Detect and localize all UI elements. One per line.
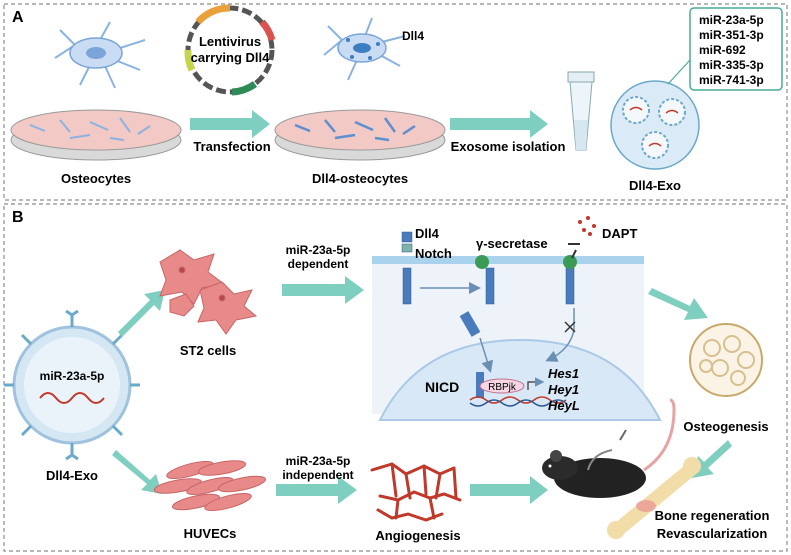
transfection-label: Transfection	[193, 139, 270, 154]
mirna-5: miR-741-3p	[699, 73, 764, 87]
dll4-tag: Dll4	[402, 29, 424, 43]
culture-dish-2	[274, 109, 446, 161]
dapt-label: DAPT	[602, 226, 637, 241]
huvecs-icon	[153, 460, 267, 511]
gene-hes1: Hes1	[548, 366, 579, 381]
dependent-line-1: miR-23a-5p	[286, 243, 351, 257]
mirna-4: miR-335-3p	[699, 58, 764, 72]
dll4-osteocyte-cell-icon	[323, 17, 406, 81]
nicd-label: NICD	[425, 379, 459, 395]
gene-heyl: HeyL	[548, 398, 580, 413]
osteocytes-label: Osteocytes	[61, 171, 131, 186]
gamma-secretase-label: γ-secretase	[476, 236, 548, 251]
culture-dish-1	[10, 109, 182, 161]
mirna-callout-box	[689, 7, 783, 91]
dll4-osteocytes-label: Dll4-osteocytes	[312, 171, 408, 186]
independent-arrow	[276, 476, 357, 504]
panel-b: B miR-23a-5p Dll4-Exo	[3, 203, 788, 552]
panel-a-label: A	[12, 9, 24, 26]
huvecs-label: HUVECs	[184, 526, 237, 541]
arrow-to-osteogenesis	[648, 288, 708, 320]
exo-mirna-label: miR-23a-5p	[40, 369, 105, 383]
exosome-isolation-label: Exosome isolation	[451, 139, 566, 154]
angiogenesis-label: Angiogenesis	[375, 528, 460, 543]
gene-hey1: Hey1	[548, 382, 579, 397]
arrow-exo-to-huvec	[112, 450, 162, 494]
outcome-bone-regeneration: Bone regeneration	[655, 508, 770, 523]
independent-line-1: miR-23a-5p	[286, 454, 351, 468]
dll4-exosome-icon	[4, 309, 140, 461]
outcome-revascularization: Revascularization	[657, 526, 768, 541]
dependent-arrow	[282, 276, 364, 304]
mouse-icon	[542, 398, 676, 498]
vessel-network-icon	[370, 462, 462, 522]
exosome-zoom-icon	[610, 80, 700, 170]
notch-label: Notch	[415, 246, 452, 261]
arrow-exo-to-st2	[118, 290, 165, 337]
dll4-ligand-label: Dll4	[415, 226, 440, 241]
bone-matrix-icon	[689, 323, 763, 397]
panel-b-label: B	[12, 209, 24, 226]
arrow-osteogenesis-to-mouse	[692, 440, 732, 478]
centrifuge-tube-icon	[567, 71, 595, 151]
mirna-3: miR-692	[699, 43, 746, 57]
lentivirus-plasmid-icon	[184, 4, 276, 96]
notch-signaling-illustration	[372, 216, 662, 421]
mirna-2: miR-351-3p	[699, 28, 764, 42]
lentivirus-line-2: carrying Dll4	[191, 50, 271, 65]
panel-a: A Osteocytes Lentivirus carrying Dll4 Tr…	[3, 3, 788, 201]
dependent-line-2: dependent	[288, 257, 349, 271]
st2-cells-label: ST2 cells	[180, 343, 236, 358]
rbpjk-label: RBPjk	[488, 382, 517, 393]
mirna-1: miR-23a-5p	[699, 13, 764, 27]
independent-line-2: independent	[282, 468, 353, 482]
arrow-angiogenesis-to-mouse	[470, 476, 548, 504]
exosome-isolation-arrow	[450, 110, 548, 138]
dll4-exo-label-b: Dll4-Exo	[46, 468, 98, 483]
osteocyte-cell-icon	[54, 21, 146, 89]
dll4-exo-label-a: Dll4-Exo	[629, 178, 681, 193]
lentivirus-line-1: Lentivirus	[199, 34, 261, 49]
transfection-arrow	[190, 110, 270, 138]
st2-cells-icon	[159, 249, 258, 335]
osteogenesis-label: Osteogenesis	[683, 419, 768, 434]
femur-bone-icon	[607, 457, 701, 539]
